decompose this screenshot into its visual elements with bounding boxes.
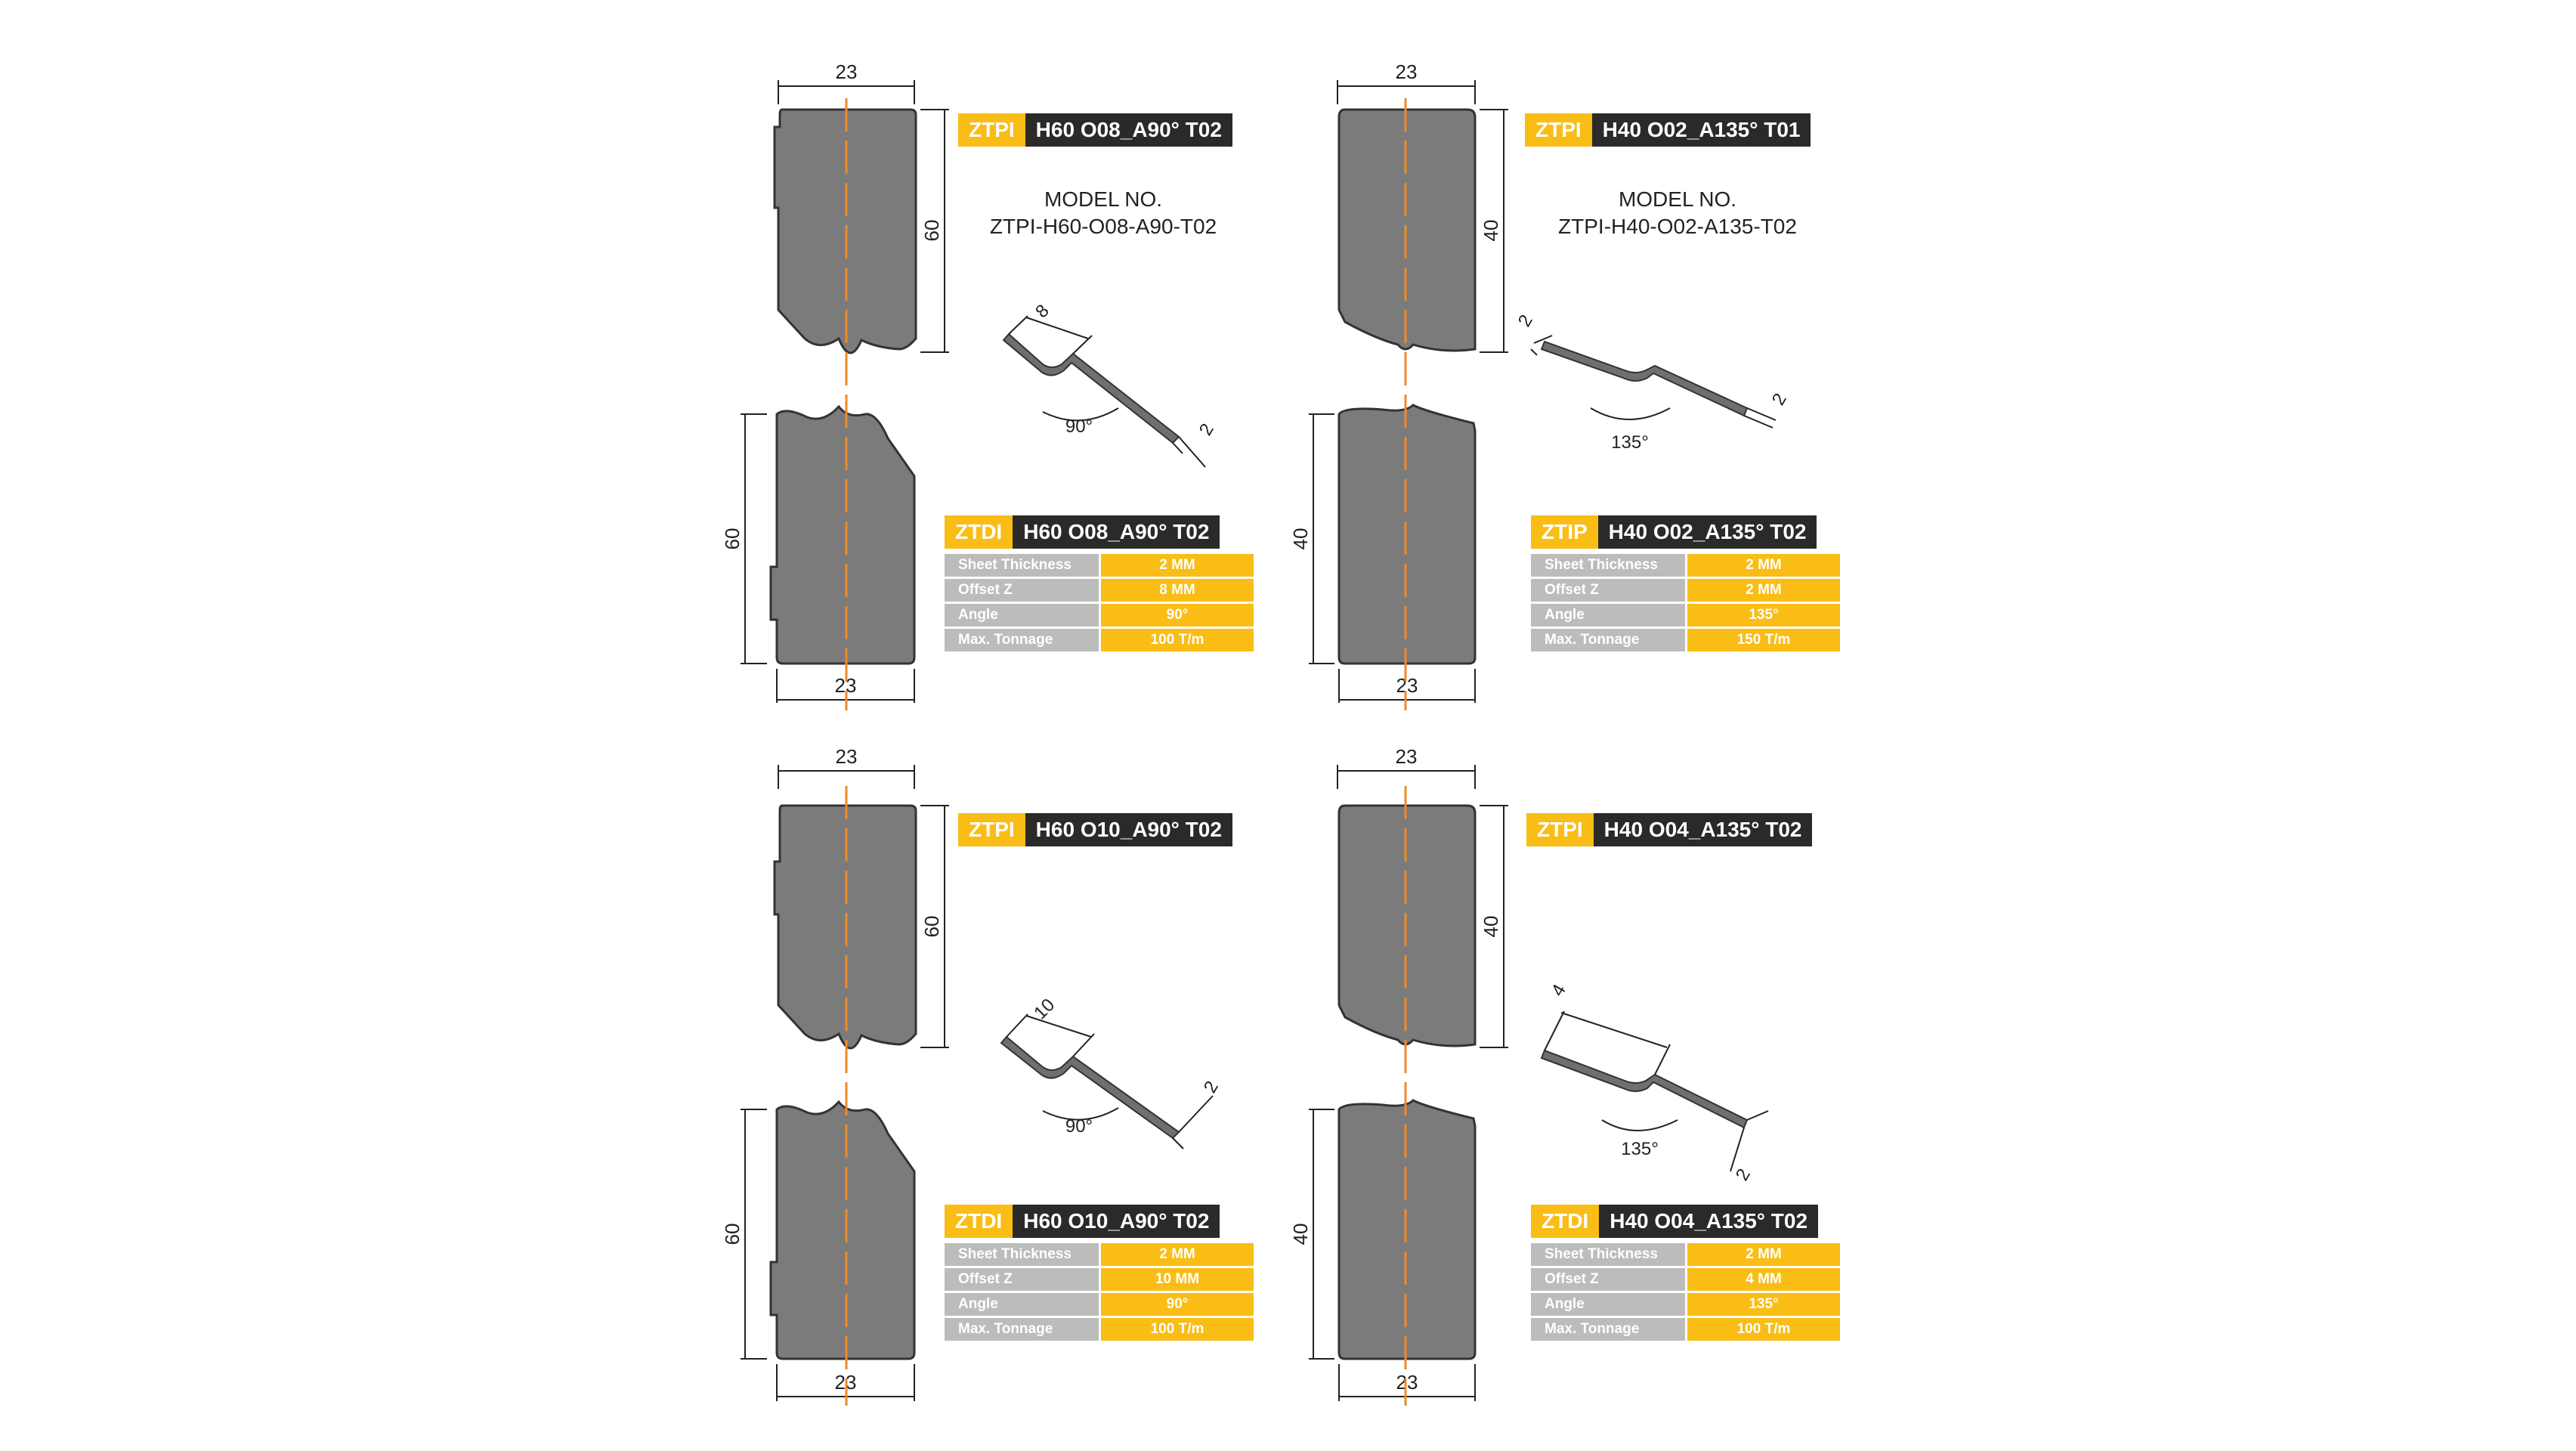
punch-label: ZTPI H40 O04_A135° T02: [1526, 813, 1813, 846]
punch-label-code: ZTPI: [1525, 113, 1592, 147]
punch-width-label: 23: [1396, 60, 1418, 83]
die-height-label: 40: [1289, 528, 1312, 550]
bend-angle-label: 90°: [1065, 416, 1093, 437]
tool-panel-h40-o02: 23 40 40 23 2 135° 2 ZTPI H40 O02_A135° …: [1289, 53, 1866, 748]
die-label: ZTDI H60 O08_A90° T02: [945, 515, 1220, 549]
punch-height-label: 40: [1480, 220, 1502, 242]
punch-height-label: 60: [920, 220, 943, 242]
die-body: [769, 1100, 916, 1360]
die-label-code: ZTDI: [1531, 1205, 1600, 1238]
model-number: ZTPI-H40-O02-A135-T02: [1558, 215, 1797, 238]
die-label-model: H40 O02_A135° T02: [1597, 515, 1817, 549]
bend-thickness-label: 2: [1768, 390, 1791, 409]
model-number-title: MODEL NO.: [1044, 187, 1163, 211]
tool-panel-h40-o04: 23 40 40 23 4 135° 2 ZTPI H40 O04_A1: [1289, 745, 1866, 1443]
bend-sketch: 4 135° 2: [1540, 981, 1769, 1184]
punch-label: ZTPI H40 O02_A135° T01: [1525, 113, 1811, 147]
die-label-code: ZTIP: [1531, 515, 1598, 549]
die-label-model: H60 O08_A90° T02: [1013, 515, 1220, 549]
bend-thickness-label: 2: [1195, 420, 1218, 439]
punch-label-model: H60 O08_A90° T02: [1025, 113, 1232, 147]
punch-label-model: H40 O02_A135° T01: [1591, 113, 1811, 147]
tool-drawing: 23 40 40 23 2 135° 2: [1289, 60, 1791, 710]
die-body: [1337, 1099, 1477, 1360]
punch-label-code: ZTPI: [958, 813, 1025, 846]
tool-panel-h60-o10: 23 60 60 23 10 90° 2 ZTPI H60 O10_A9: [721, 745, 1300, 1443]
die-height-label: 60: [721, 1224, 744, 1245]
bend-offset-label: 2: [1514, 311, 1537, 330]
die-label-model: H40 O04_A135° T02: [1599, 1205, 1819, 1238]
model-number: ZTPI-H60-O08-A90-T02: [989, 215, 1217, 238]
punch-height-label: 40: [1480, 916, 1502, 938]
model-number-title: MODEL NO.: [1618, 187, 1737, 211]
tool-drawing: 23 60 60 23 10 90° 2: [721, 745, 1223, 1406]
bend-sketch: 10 90° 2: [1000, 995, 1223, 1149]
bend-angle-label: 90°: [1065, 1116, 1093, 1137]
tool-drawing: 23 60 60 23 8 90° 2: [721, 60, 1218, 710]
bend-sketch: 2 135° 2: [1514, 311, 1791, 453]
die-label-code: ZTDI: [945, 515, 1013, 549]
die-label-model: H60 O10_A90° T02: [1013, 1205, 1220, 1238]
bend-thickness-label: 2: [1732, 1165, 1755, 1184]
die-label: ZTDI H40 O04_A135° T02: [1531, 1205, 1819, 1238]
die-width-label: 23: [1396, 674, 1418, 697]
tool-drawing: 23 40 40 23 4 135° 2: [1289, 745, 1769, 1406]
model-number-block: MODEL NO. ZTPI-H40-O02-A135-T02: [1519, 186, 1836, 240]
punch-label-code: ZTPI: [958, 113, 1025, 147]
bend-offset-label: 4: [1548, 981, 1570, 1000]
die-height-label: 40: [1289, 1224, 1312, 1245]
bend-offset-label: 8: [1031, 301, 1053, 323]
punch-width-label: 23: [836, 745, 858, 768]
punch-height-label: 60: [920, 916, 943, 938]
punch-label: ZTPI H60 O10_A90° T02: [958, 813, 1232, 846]
die-body: [769, 404, 916, 665]
punch-label-model: H40 O04_A135° T02: [1593, 813, 1813, 846]
bend-angle-label: 135°: [1621, 1139, 1659, 1159]
bend-sketch: 8 90° 2: [1002, 301, 1218, 468]
bend-thickness-label: 2: [1200, 1078, 1223, 1097]
die-label-code: ZTDI: [945, 1205, 1013, 1238]
punch-width-label: 23: [1396, 745, 1418, 768]
punch-label: ZTPI H60 O08_A90° T02: [958, 113, 1232, 147]
die-body: [1337, 404, 1477, 665]
tool-panel-h60-o08: 23 60 60 23 8 90° 2: [721, 53, 1300, 748]
punch-label-model: H60 O10_A90° T02: [1025, 813, 1232, 846]
punch-body: [1337, 108, 1477, 352]
punch-width-label: 23: [836, 60, 858, 83]
die-height-label: 60: [721, 528, 744, 550]
bend-angle-label: 135°: [1611, 432, 1649, 453]
die-width-label: 23: [1396, 1371, 1418, 1394]
punch-body: [1337, 804, 1477, 1047]
punch-label-code: ZTPI: [1526, 813, 1594, 846]
model-number-block: MODEL NO. ZTPI-H60-O08-A90-T02: [945, 186, 1262, 240]
die-label: ZTIP H40 O02_A135° T02: [1531, 515, 1817, 549]
die-label: ZTDI H60 O10_A90° T02: [945, 1205, 1220, 1238]
